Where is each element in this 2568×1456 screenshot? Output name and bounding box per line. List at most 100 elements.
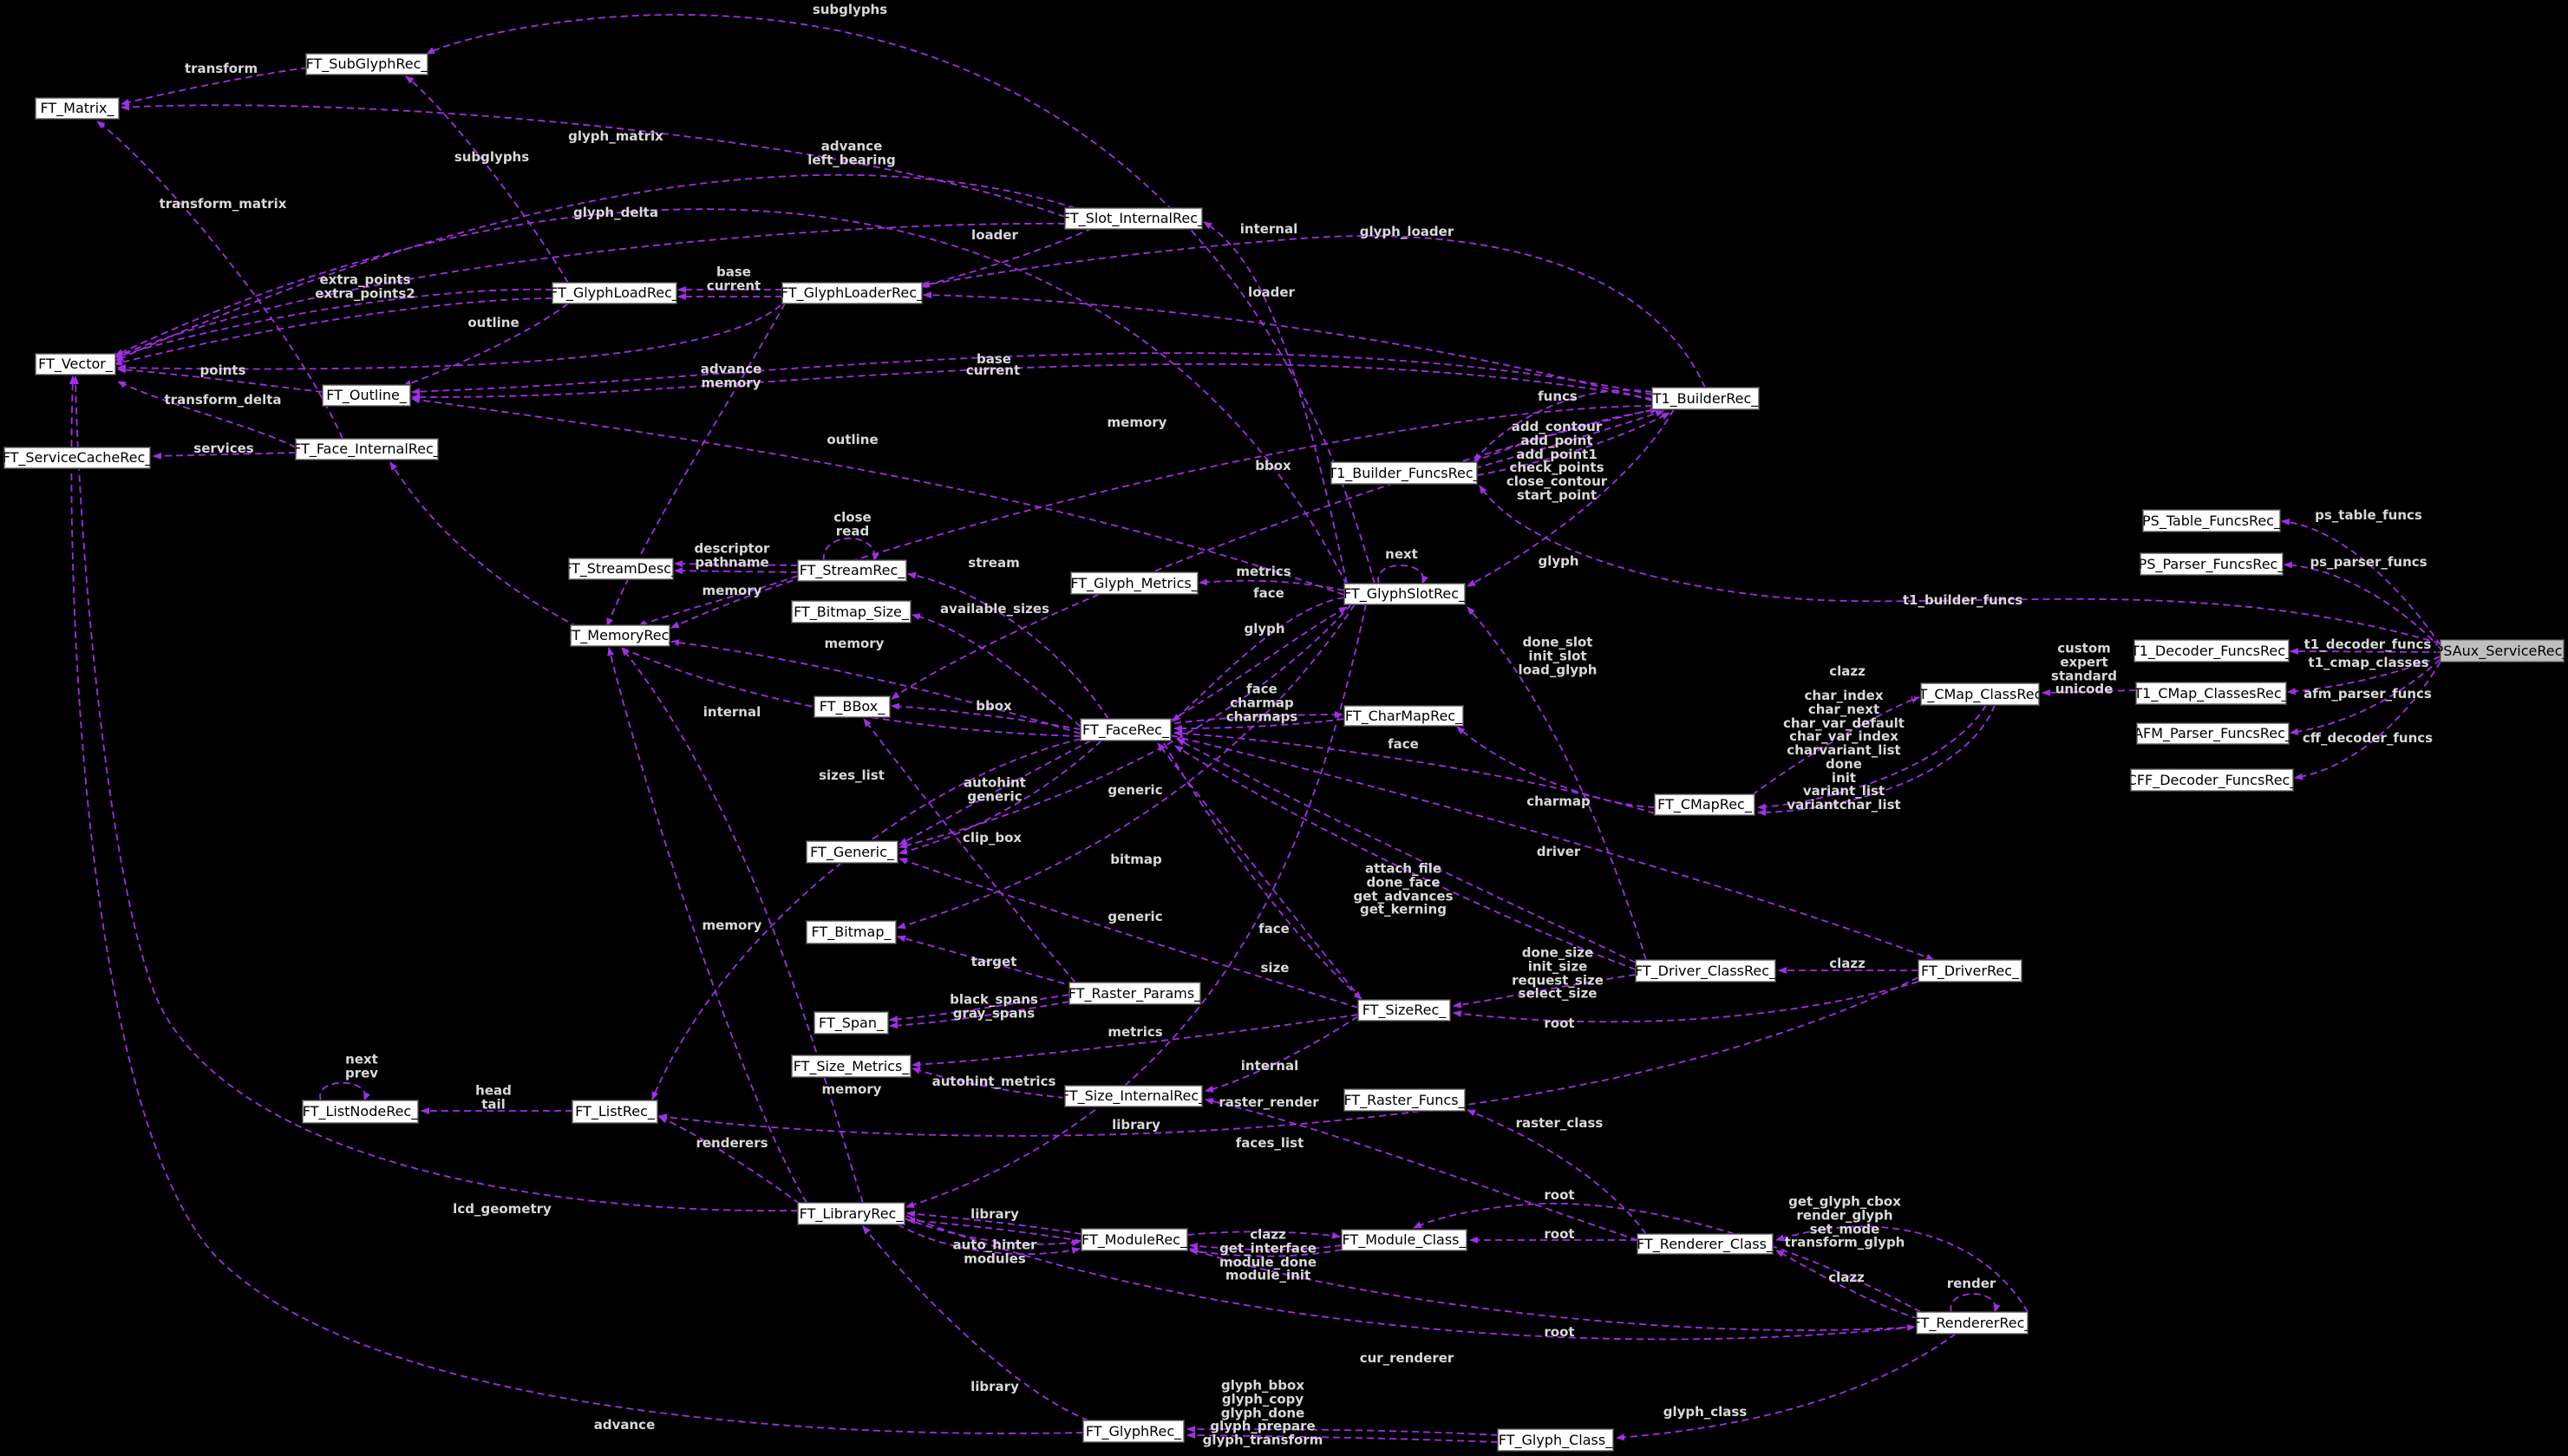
edge-label: auto_hinter modules — [952, 1237, 1037, 1266]
node-facerec[interactable]: FT_FaceRec_ — [1080, 718, 1172, 741]
edge-label: char_index char_next char_var_default ch… — [1783, 688, 1905, 813]
node-driverrec[interactable]: FT_DriverRec_ — [1918, 959, 2022, 983]
edge-driverrec-to-sizerec — [1453, 981, 1919, 1023]
node-listnode[interactable]: FT_ListNodeRec_ — [302, 1100, 419, 1124]
edge-label: render — [1946, 1276, 1996, 1292]
node-library[interactable]: FT_LibraryRec_ — [797, 1202, 905, 1225]
edge-label: autohint generic — [964, 774, 1026, 804]
node-streamrec[interactable]: FT_StreamRec_ — [797, 559, 907, 582]
edge-glyphslot-to-glyphslot — [1377, 565, 1428, 584]
edge-label: face charmap charmaps — [1225, 681, 1298, 724]
node-slotinternal[interactable]: FT_Slot_InternalRec_ — [1062, 207, 1205, 230]
node-servicecache[interactable]: FT_ServiceCacheRec_ — [3, 447, 152, 469]
node-faceinternal[interactable]: FT_Face_InternalRec_ — [293, 438, 441, 460]
node-rendererclass[interactable]: FT_Renderer_Class_ — [1637, 1233, 1774, 1255]
edge-cmapclass-to-cmaprec — [1757, 704, 1987, 811]
node-t1decoder[interactable]: T1_Decoder_FuncsRec_ — [2131, 639, 2292, 663]
edge-label: faces_list — [1235, 1135, 1304, 1152]
node-glyphslot[interactable]: FT_GlyphSlotRec_ — [1343, 583, 1466, 605]
node-listrec[interactable]: FT_ListRec_ — [572, 1100, 658, 1124]
edge-library-to-vector — [72, 375, 799, 1212]
edge-label: t1_cmap_classes — [2308, 655, 2429, 671]
node-glyphrec[interactable]: FT_GlyphRec_ — [1082, 1420, 1185, 1443]
node-glyphloader[interactable]: FT_GlyphLoaderRec_ — [781, 282, 924, 304]
edge-label: stream — [968, 555, 1020, 571]
node-cmapclass[interactable]: FT_CMap_ClassRec_ — [1911, 682, 2049, 706]
node-sizemetrics[interactable]: FT_Size_Metrics_ — [791, 1054, 912, 1078]
edge-rasterparams-to-span — [889, 1001, 1070, 1029]
node-rasterparams[interactable]: FT_Raster_Params_ — [1068, 982, 1201, 1005]
edge-label: glyph_delta — [573, 205, 658, 221]
edge-moduleclass-to-modulerec — [1189, 1248, 1343, 1257]
edge-label: clazz — [1829, 956, 1866, 972]
edge-sizerec-to-generic — [898, 858, 1359, 1009]
edge-faceinternal-to-matrix — [96, 121, 343, 440]
node-t1builderfuncs[interactable]: T1_Builder_FuncsRec_ — [1328, 461, 1480, 485]
node-psaux: PSAux_ServiceRec_ — [2435, 639, 2568, 663]
node-vector[interactable]: FT_Vector_ — [35, 353, 116, 375]
edge-facerec-to-bbox — [891, 702, 1081, 730]
node-glyphload[interactable]: FT_GlyphLoadRec_ — [550, 282, 679, 304]
edge-label: renderers — [696, 1135, 768, 1152]
node-rasterfuncs[interactable]: FT_Raster_Funcs_ — [1343, 1088, 1466, 1112]
edge-psaux-to-cffdecoder — [2294, 661, 2441, 780]
node-t1builder[interactable]: T1_BuilderRec_ — [1651, 387, 1760, 410]
node-psparser[interactable]: PS_Parser_FuncsRec_ — [2139, 552, 2284, 576]
node-bitmapsize[interactable]: FT_Bitmap_Size_ — [791, 600, 912, 624]
edge-label: custom expert standard unicode — [2051, 640, 2117, 697]
edge-glyphload-to-subglyph — [405, 75, 569, 284]
node-charmaprec[interactable]: FT_CharMapRec_ — [1343, 705, 1464, 727]
node-driverclass[interactable]: FT_Driver_ClassRec_ — [1635, 959, 1776, 983]
edge-glyphloader-to-memoryrec — [606, 303, 786, 627]
node-matrix[interactable]: FT_Matrix_ — [35, 97, 120, 120]
node-glyphclass[interactable]: FT_Glyph_Class_ — [1497, 1428, 1614, 1452]
edge-cmaprec-to-facerec — [1173, 729, 1656, 814]
node-sizeinternal[interactable]: FT_Size_InternalRec_ — [1062, 1085, 1206, 1107]
edge-glyphload-to-vector — [114, 297, 553, 366]
edge-label: glyph_class — [1663, 1404, 1748, 1420]
edge-label: t1_decoder_funcs — [2303, 637, 2432, 653]
node-subglyph[interactable]: FT_SubGlyphRec_ — [305, 53, 428, 75]
edge-psaux-to-t1cmapclasses — [2287, 656, 2441, 695]
node-pstable[interactable]: PS_Table_FuncsRec_ — [2142, 509, 2281, 532]
edge-moduleclass-to-modulerec — [1189, 1242, 1343, 1251]
edge-t1builder-to-outline — [411, 352, 1653, 395]
node-streamdesc[interactable]: FT_StreamDesc_ — [564, 558, 678, 580]
edge-rendererrec-to-rendererclass — [1775, 1225, 2029, 1313]
node-generic[interactable]: FT_Generic_ — [806, 840, 898, 864]
node-bbox[interactable]: FT_BBox_ — [814, 695, 891, 718]
node-memoryrec[interactable]: FT_MemoryRec_ — [565, 624, 676, 647]
edge-label: close read — [833, 509, 872, 539]
edge-psaux-to-afmparser — [2290, 658, 2441, 735]
node-span[interactable]: FT_Span_ — [814, 1011, 889, 1035]
edge-slotinternal-to-vector — [114, 173, 1076, 362]
edge-cmaprec-to-charmaprec — [1456, 726, 1656, 808]
node-outline[interactable]: FT_Outline_ — [322, 384, 411, 407]
node-cffdecoder[interactable]: CFF_Decoder_FuncsRec_ — [2127, 768, 2297, 792]
node-rendererrec[interactable]: FT_RendererRec_ — [1913, 1311, 2031, 1335]
edge-label: clazz get_interface module_done module_i… — [1219, 1226, 1317, 1283]
edge-rendererrec-to-rendererrec — [1950, 1293, 2001, 1313]
node-glyphmetrics[interactable]: FT_Glyph_Metrics_ — [1070, 571, 1199, 595]
edge-label: internal — [1239, 221, 1298, 238]
node-modulerec[interactable]: FT_ModuleRec_ — [1081, 1228, 1188, 1251]
edge-label: face — [1253, 585, 1284, 602]
edge-label: loader — [971, 227, 1018, 244]
edge-library-to-memoryrec — [621, 647, 864, 1204]
edge-label: root — [1544, 1324, 1575, 1341]
edge-label: target — [970, 954, 1017, 970]
node-bitmap[interactable]: FT_Bitmap_ — [806, 920, 897, 944]
node-sizerec[interactable]: FT_SizeRec_ — [1357, 999, 1451, 1022]
node-afmparser[interactable]: AFM_Parser_FuncsRec_ — [2133, 722, 2292, 745]
node-moduleclass[interactable]: FT_Module_Class_ — [1341, 1229, 1467, 1251]
edge-t1builder-to-glyphslot — [1467, 408, 1675, 587]
edge-listnode-to-listnode — [319, 1081, 370, 1101]
edge-label: afm_parser_funcs — [2303, 686, 2432, 702]
edge-label: face — [1388, 736, 1419, 753]
edge-label: current — [965, 362, 1021, 379]
node-cmaprec[interactable]: FT_CMapRec_ — [1654, 793, 1755, 816]
edge-label: memory — [1107, 415, 1167, 431]
node-t1cmapclasses[interactable]: T1_CMap_ClassesRec_ — [2133, 682, 2289, 705]
edge-facerec-to-memoryrec — [670, 639, 1081, 735]
